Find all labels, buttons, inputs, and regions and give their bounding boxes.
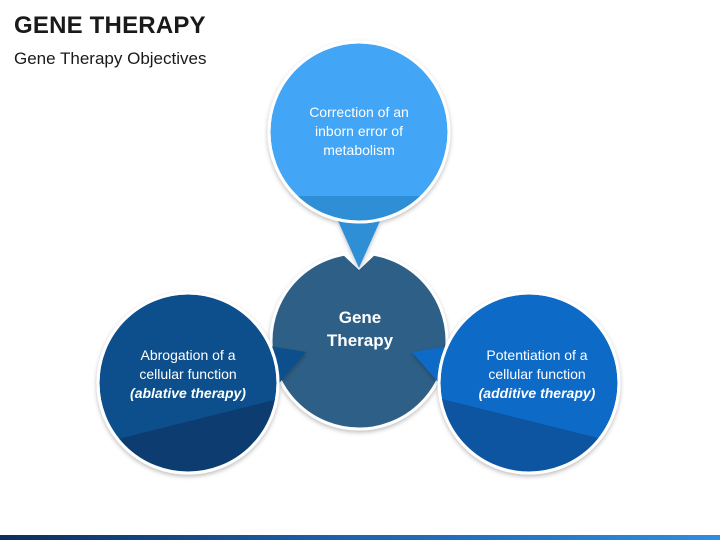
node-top-line3: metabolism <box>323 142 395 158</box>
node-right-line1: Potentiation of a <box>486 347 588 363</box>
node-right-line3: (additive therapy) <box>478 385 596 401</box>
center-label-line2: Therapy <box>326 331 394 350</box>
node-top-label: Correction of an inborn error of metabol… <box>289 103 429 160</box>
page-title: GENE THERAPY <box>14 12 206 39</box>
node-top <box>267 40 451 268</box>
node-left-line1: Abrogation of a <box>140 347 236 363</box>
node-left-label: Abrogation of a cellular function (ablat… <box>113 346 263 403</box>
center-label-line1: Gene <box>338 308 382 327</box>
node-left-line2: cellular function <box>139 366 237 382</box>
node-top-line1: Correction of an <box>309 104 409 120</box>
node-right-line2: cellular function <box>488 366 586 382</box>
node-left-line3: (ablative therapy) <box>130 385 246 401</box>
center-label: Gene Therapy <box>300 306 420 352</box>
node-right-label: Potentiation of a cellular function (add… <box>459 346 615 403</box>
node-top-line2: inborn error of <box>315 123 403 139</box>
bottom-accent-bar <box>0 535 720 540</box>
page-subtitle: Gene Therapy Objectives <box>14 49 207 68</box>
